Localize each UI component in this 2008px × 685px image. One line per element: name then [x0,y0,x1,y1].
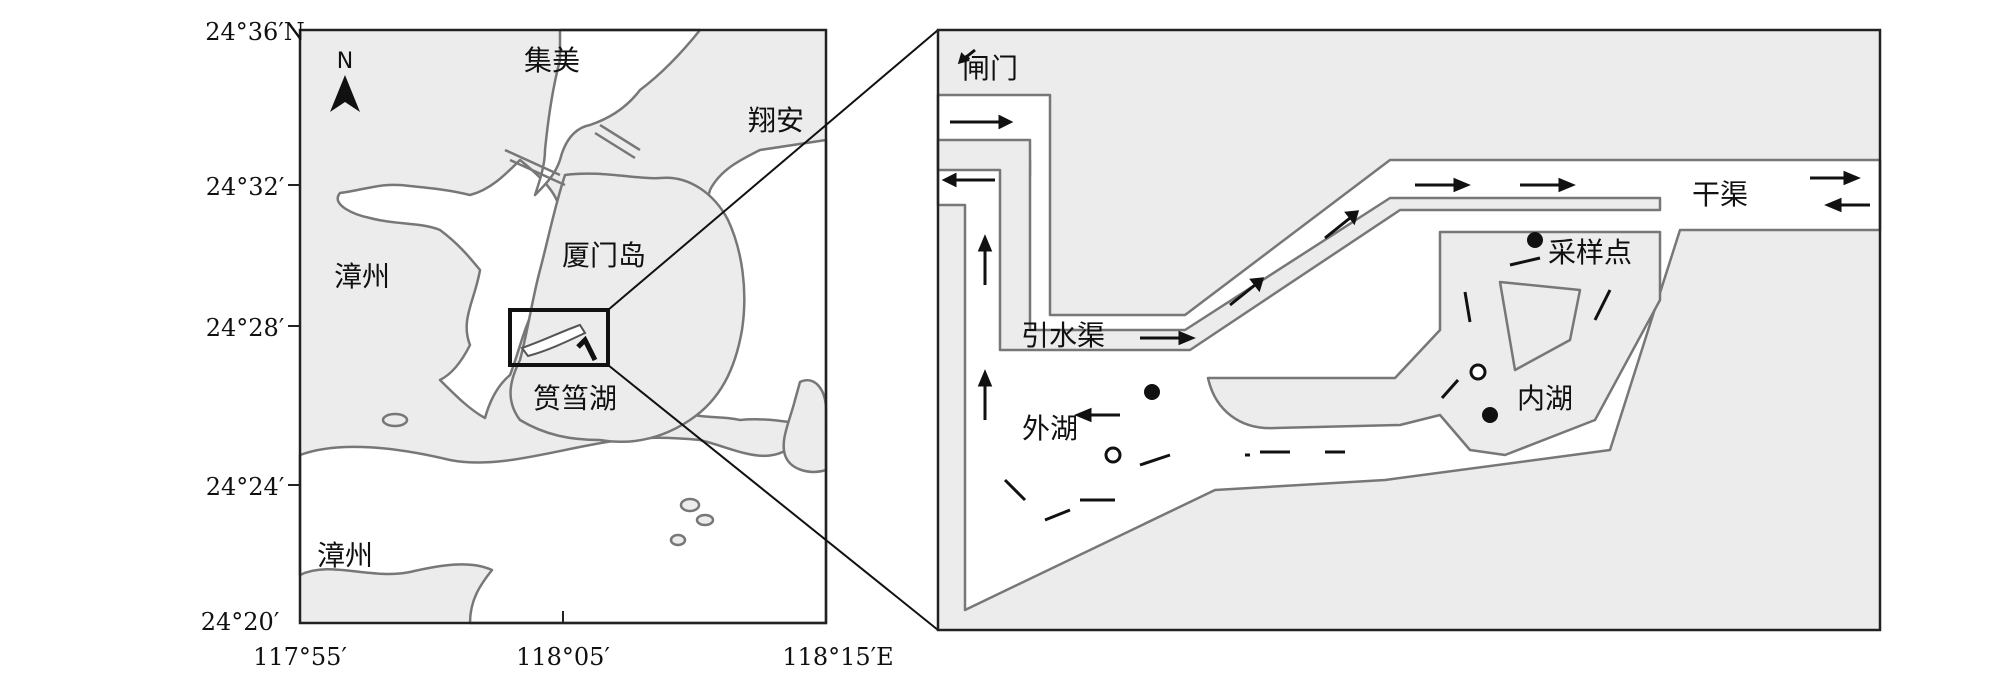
inset-box [508,308,610,367]
lat-label-0: 24°36′N [205,18,305,46]
label-intake-canal: 引水渠 [1021,319,1105,352]
label-sluice-gate: 闸门 [962,52,1018,85]
sea-north-channel [533,28,702,197]
north-label: N [337,49,353,74]
label-zhangzhou-south: 漳州 [317,539,373,572]
label-yundang-lake: 筼筜湖 [533,382,617,415]
north-arrow: N [330,49,360,112]
lon-label-1: 118°05′ [516,643,610,671]
label-inner-lake: 内湖 [1517,382,1573,415]
label-xiamen-island: 厦门岛 [562,239,646,272]
sample-point-filled-3 [1482,407,1498,423]
lat-label-4: 24°20′ [201,608,280,636]
islet-4 [669,533,687,547]
sea-south [298,428,828,625]
sample-point-open-1 [1469,363,1487,381]
islet-1 [381,412,409,428]
flow-arrows [941,48,1870,522]
sample-point-open-2 [1104,446,1122,464]
islet-2 [679,497,701,513]
label-jimei: 集美 [524,44,580,77]
yundang-lake-shape [520,323,587,358]
lat-label-1: 24°32′ [206,173,285,201]
causeway-jimei [504,148,566,187]
lat-label-2: 24°28′ [206,314,285,342]
lon-label-0: 117°55′ [253,643,347,671]
label-main-canal: 干渠 [1692,178,1748,211]
ticks [288,184,564,623]
detail-map: 闸门 干渠 采样点 引水渠 外湖 内湖 [936,28,1882,632]
lat-label-3: 24°24′ [206,473,285,501]
connector-top [607,29,939,311]
land-divider-1 [936,138,1662,352]
islet-3 [695,513,715,527]
label-zhangzhou-north: 漳州 [334,260,390,293]
detail-frame [936,28,1882,632]
xiamen-island [509,172,746,444]
lon-label-2: 118°15′E [782,643,893,671]
label-sampling-point: 采样点 [1548,236,1632,269]
overview-map: N 集美 翔安 漳州 厦门岛 筼筜湖 漳州 24°36′N 24°32′ 24°… [201,18,894,671]
label-xiangan: 翔安 [748,104,804,137]
sample-point-filled-2 [1144,384,1160,400]
connector-bottom [607,364,939,631]
sample-point-filled-1 [1527,232,1543,248]
causeway-east [594,123,641,160]
dadeng-island [782,379,828,474]
yundang-arrow [576,335,598,362]
label-outer-lake: 外湖 [1022,412,1078,445]
land-inner-island [1498,280,1582,372]
water-system [936,93,1882,612]
